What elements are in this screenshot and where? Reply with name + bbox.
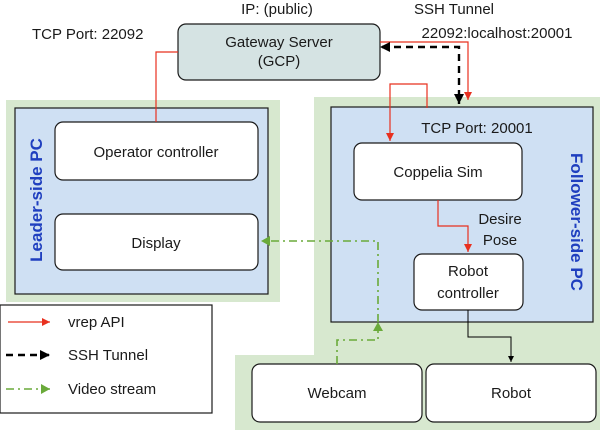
ip-label: IP: (public) xyxy=(241,1,313,18)
operator-controller-label: Operator controller xyxy=(93,144,218,161)
gateway-server-box xyxy=(177,23,381,81)
ssh-tunnel-mapping: 22092:localhost:20001 xyxy=(422,25,573,42)
desire-pose-label-line2: Pose xyxy=(483,232,517,249)
ssh-tunnel-connector xyxy=(380,42,464,104)
display-label: Display xyxy=(131,235,181,252)
follower-side-title: Follower-side PC xyxy=(567,153,586,291)
desire-pose-connector xyxy=(437,200,472,252)
robot-controller-label-line2: controller xyxy=(437,285,499,302)
tcp-port-follower-label: TCP Port: 20001 xyxy=(421,120,532,137)
gateway-server-title: Gateway Server xyxy=(225,34,333,51)
vrep-api-gateway-to-follower xyxy=(380,41,472,100)
legend-box xyxy=(0,304,213,414)
legend-ssh-tunnel-label: SSH Tunnel xyxy=(68,347,148,364)
leader-side-title: Leader-side PC xyxy=(27,138,46,262)
ssh-tunnel-title: SSH Tunnel xyxy=(414,1,494,18)
legend-vrep-api-label: vrep API xyxy=(68,314,125,331)
display-box xyxy=(54,213,259,271)
webcam-label: Webcam xyxy=(308,385,367,402)
robot-controller-label-line1: Robot xyxy=(448,263,489,280)
legend-video-stream-label: Video stream xyxy=(68,381,156,398)
coppelia-sim-label: Coppelia Sim xyxy=(393,164,482,181)
controller-to-robot-connector xyxy=(467,310,514,362)
vrep-api-operator-to-gateway xyxy=(155,51,178,122)
robot-box xyxy=(425,363,597,423)
desire-pose-label-line1: Desire xyxy=(478,211,521,228)
robot-label: Robot xyxy=(491,385,532,402)
tcp-port-left-label: TCP Port: 22092 xyxy=(32,26,143,43)
gateway-server-subtitle: (GCP) xyxy=(258,53,301,70)
video-stream-webcam-to-hub xyxy=(336,322,383,364)
